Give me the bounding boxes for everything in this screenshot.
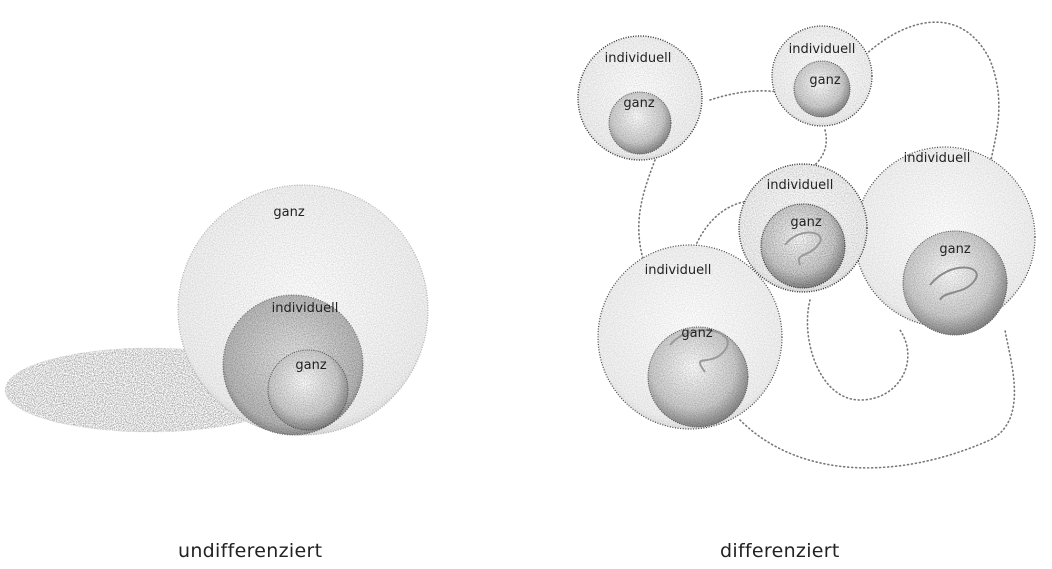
undifferentiated-group: ganz individuell ganz <box>4 184 429 436</box>
bubble-4-inner-label: ganz <box>681 326 712 341</box>
bubble-5: individuell ganz <box>854 146 1036 336</box>
bubble-3-inner-label: ganz <box>790 215 821 230</box>
bubble-5-outer-label: individuell <box>904 151 971 166</box>
bubble-2-inner-label: ganz <box>809 73 840 88</box>
bubble-1: individuell ganz <box>577 35 703 161</box>
bubble-4: individuell ganz <box>597 244 783 430</box>
bubble-5-inner-label: ganz <box>939 242 970 257</box>
outer-label: ganz <box>273 205 304 220</box>
bubble-3-outer-label: individuell <box>767 178 834 193</box>
bubble-2: individuell ganz <box>771 25 873 127</box>
bubble-1-outer-label: individuell <box>605 51 672 66</box>
caption-undifferentiated: undifferenziert <box>178 540 323 562</box>
inner-label: ganz <box>295 358 326 373</box>
bubble-1-inner-label: ganz <box>623 96 654 111</box>
bubble-2-outer-label: individuell <box>789 42 856 57</box>
bubble-3: individuell ganz <box>738 163 868 293</box>
caption-differentiated: differenziert <box>720 540 840 562</box>
differentiated-group: individuell ganz individuell ganz indivi… <box>577 21 1036 469</box>
bubble-4-outer-label: individuell <box>645 263 712 278</box>
middle-label: individuell <box>272 301 339 316</box>
